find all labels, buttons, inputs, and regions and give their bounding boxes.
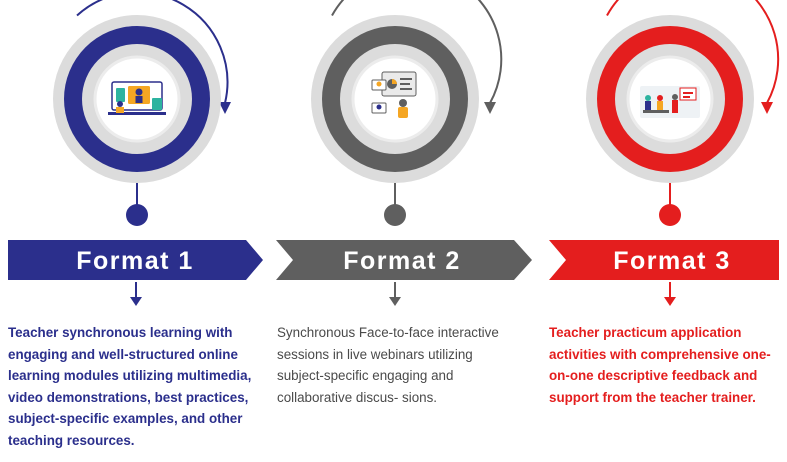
- format-2-center: [351, 55, 439, 143]
- format-1-group: Format 1: [8, 0, 263, 306]
- format-3-group: Format 3: [549, 0, 780, 306]
- format-2-node-dot: [384, 204, 406, 226]
- format-1-arc-arrowhead-icon: [219, 102, 231, 114]
- format-1-arc-arrow: [76, 0, 229, 104]
- classroom-practicum-illustration-icon: [640, 86, 700, 118]
- format-2-down-arrow-icon: [389, 297, 401, 306]
- format-1-description: Teacher synchronous learning with engagi…: [8, 325, 252, 448]
- format-3-description: Teacher practicum application activities…: [549, 325, 771, 405]
- format-1-banner: [8, 240, 263, 280]
- format-2-arc-arrowhead-icon: [484, 102, 496, 114]
- format-1-label: Format 1: [76, 247, 194, 275]
- format-1-down-arrow-icon: [130, 297, 142, 306]
- format-3-down-arrow-icon: [664, 297, 676, 306]
- format-2-arc-arrow: [331, 0, 503, 104]
- format-3-node-dot: [659, 204, 681, 226]
- format-3-label: Format 3: [613, 247, 731, 275]
- format-2-banner: [276, 240, 532, 280]
- format-2-description: Synchronous Face-to-face interactive ses…: [277, 325, 499, 405]
- online-class-illustration-icon: [108, 81, 166, 115]
- format-3-arc-arrow: [606, 0, 780, 104]
- format-1-node-dot: [126, 204, 148, 226]
- webinar-illustration-icon: [371, 71, 417, 118]
- format-2-group: Format 2: [276, 0, 532, 306]
- format-3-banner: [549, 240, 779, 280]
- format-2-label: Format 2: [343, 247, 461, 275]
- format-3-arc-arrowhead-icon: [761, 102, 773, 114]
